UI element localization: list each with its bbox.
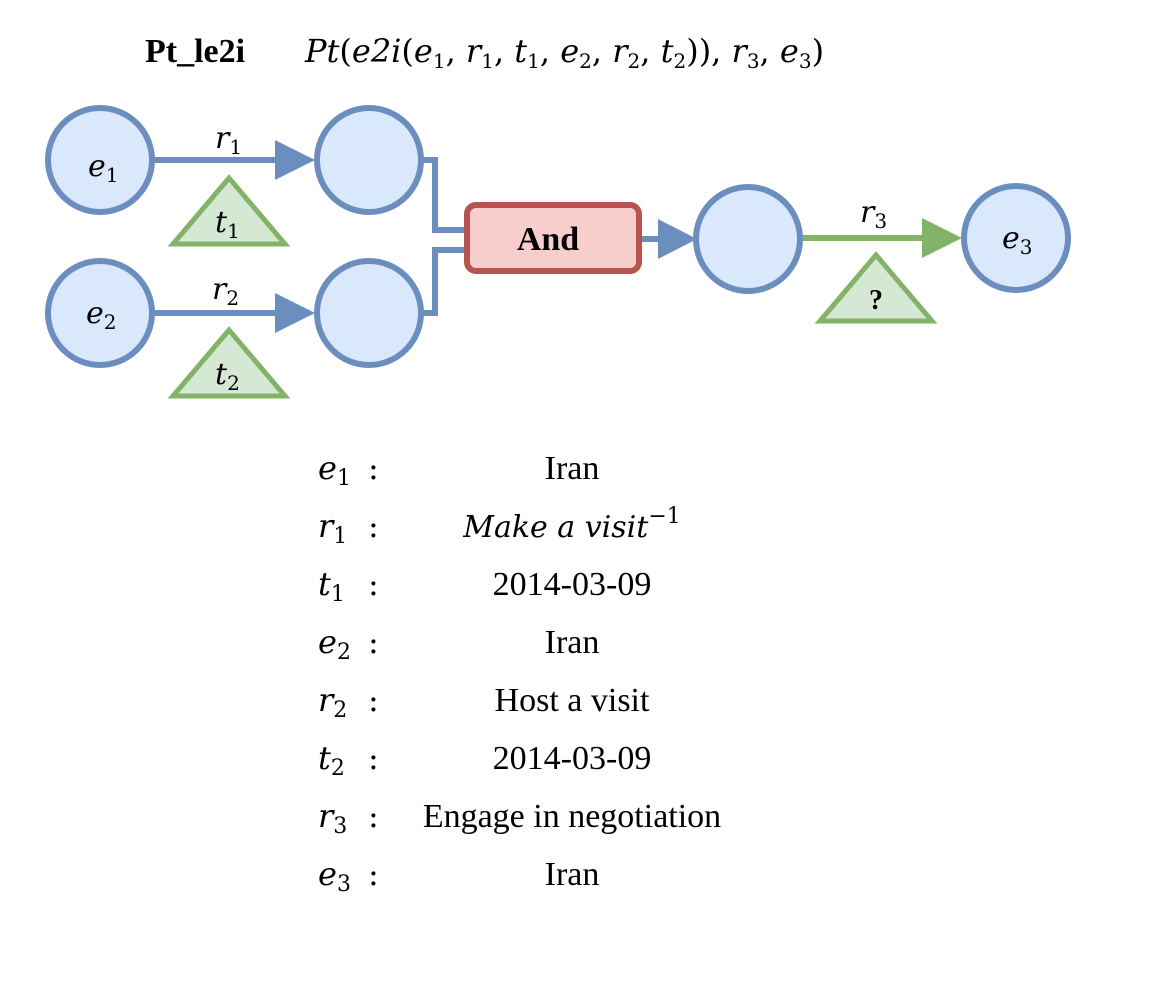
binding-row: t2: 2014-03-09 xyxy=(318,739,651,781)
binding-colon: : xyxy=(368,681,379,719)
node-e1 xyxy=(45,105,155,215)
label-t2: t2 xyxy=(215,357,240,395)
node-e2 xyxy=(45,258,155,368)
label-r2: r2 xyxy=(212,272,239,310)
and-label: And xyxy=(517,221,579,258)
edges xyxy=(152,140,962,333)
label-r3: r3 xyxy=(860,195,887,233)
binding-row: r2: Host a visit xyxy=(318,681,650,723)
binding-variable: e1 xyxy=(318,449,351,491)
binding-variable: r1 xyxy=(318,507,347,549)
binding-row: e3: Iran xyxy=(318,855,599,897)
label-e1: e1 xyxy=(88,149,119,187)
binding-variable: e3 xyxy=(318,855,351,897)
query-type-label: Pt_le2i xyxy=(145,33,245,70)
binding-variable: e2 xyxy=(318,623,351,665)
label-query-time: ? xyxy=(869,285,883,316)
binding-colon: : xyxy=(368,449,379,487)
arrowhead-r2 xyxy=(275,293,315,333)
arrowhead-and-out xyxy=(658,219,697,259)
binding-row: e1: Iran xyxy=(318,449,599,491)
binding-colon: : xyxy=(368,739,379,777)
edge-labels: r1 r2 r3 xyxy=(212,121,887,310)
connector-top xyxy=(422,157,465,233)
label-e2: e2 xyxy=(86,296,117,334)
binding-colon: : xyxy=(368,507,379,545)
node-intersection xyxy=(693,184,803,294)
binding-colon: : xyxy=(368,623,379,661)
and-box xyxy=(464,202,642,274)
binding-value: Host a visit xyxy=(495,682,650,719)
bindings-list: e1: Iran r1: Make a visit−1 t1: 2014-03-09 e2:… xyxy=(318,449,721,897)
connector-bottom xyxy=(422,247,465,316)
binding-row: t1: 2014-03-09 xyxy=(318,565,651,607)
binding-value: Iran xyxy=(545,450,600,487)
query-formula: Pt(e2i(e1, r1, t1, e2, r2, t2)), r3, e3) xyxy=(304,32,824,73)
binding-row: e2: Iran xyxy=(318,623,599,665)
binding-value: Iran xyxy=(545,624,600,661)
binding-value: Make a visit−1 xyxy=(462,504,681,545)
and-operator: And xyxy=(464,202,642,274)
binding-variable: r2 xyxy=(318,681,347,723)
binding-value: 2014-03-09 xyxy=(493,740,652,777)
label-r1: r1 xyxy=(215,121,242,159)
binding-variable: t1 xyxy=(318,565,345,607)
label-e3: e3 xyxy=(1002,221,1033,259)
arrowhead-r3 xyxy=(922,218,962,258)
triangle-query-time xyxy=(814,251,938,324)
node-e3 xyxy=(961,183,1071,293)
binding-variable: r3 xyxy=(318,797,347,839)
binding-value: Iran xyxy=(545,856,600,893)
binding-value: Engage in negotiation xyxy=(423,798,721,835)
title: Pt_le2i Pt(e2i(e1, r1, t1, e2, r2, t2)),… xyxy=(145,32,824,73)
binding-row: r3: Engage in negotiation xyxy=(318,797,721,839)
triangle-t2 xyxy=(167,326,291,399)
triangle-t1 xyxy=(167,174,291,247)
binding-variable: t2 xyxy=(318,739,345,781)
nodes: e1 e2 e3 xyxy=(45,105,1071,368)
node-intermediate-1 xyxy=(314,105,424,215)
binding-row: r1: Make a visit−1 xyxy=(318,504,681,549)
label-t1: t1 xyxy=(215,205,240,243)
node-intermediate-2 xyxy=(314,258,424,368)
binding-colon: : xyxy=(368,855,379,893)
binding-colon: : xyxy=(368,797,379,835)
time-tags: t1 t2 ? xyxy=(167,174,938,399)
binding-value: 2014-03-09 xyxy=(493,566,652,603)
binding-colon: : xyxy=(368,565,379,603)
arrowhead-r1 xyxy=(275,140,315,180)
